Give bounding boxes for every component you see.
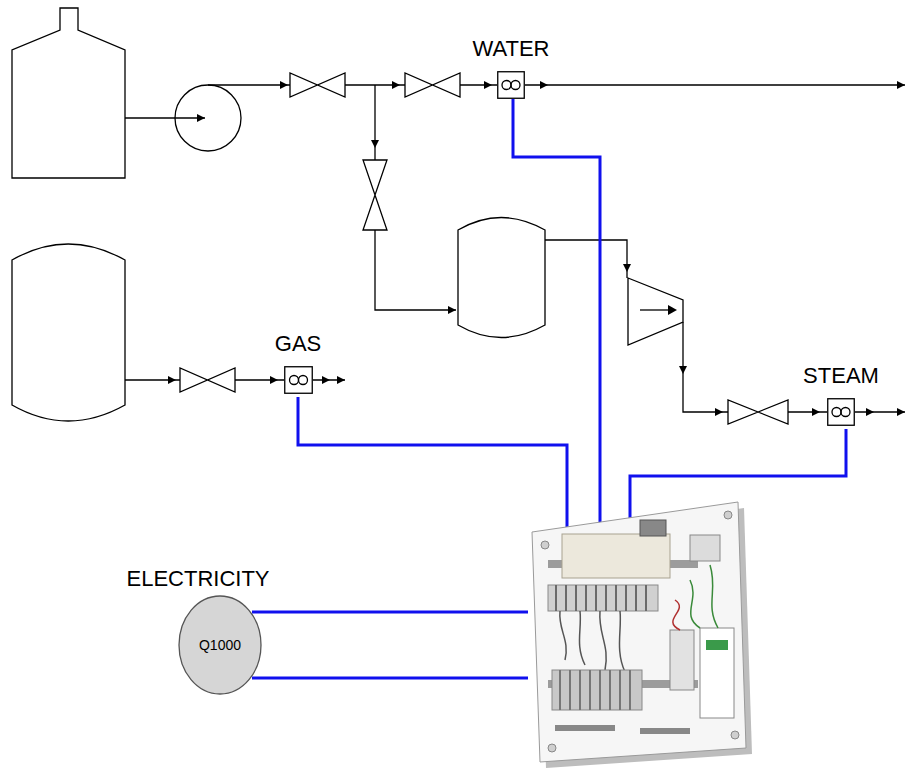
meter-box xyxy=(498,72,525,99)
process-pipework xyxy=(458,218,545,338)
flow-arrowhead xyxy=(337,376,345,384)
flow-arrowhead xyxy=(168,376,176,384)
process-pipework xyxy=(545,240,627,278)
control-panel xyxy=(532,502,752,768)
flow-meter: WATER xyxy=(497,71,525,99)
meter-rotor xyxy=(832,408,841,417)
flow-arrowhead xyxy=(623,264,631,272)
control-panel xyxy=(690,565,718,628)
flow-arrowhead xyxy=(392,81,400,89)
flow-meter: GAS xyxy=(284,366,313,394)
meter-rotor xyxy=(290,376,299,385)
control-panel xyxy=(724,511,732,519)
flow-arrowhead xyxy=(897,81,905,89)
control-panel xyxy=(560,670,630,710)
process-pipework xyxy=(375,85,456,310)
control-panel xyxy=(548,744,556,752)
valve-symbol xyxy=(728,400,788,424)
meter-label: GAS xyxy=(275,332,321,356)
meter-rotor xyxy=(502,81,511,90)
meter-rotor xyxy=(841,408,850,417)
process-pipework xyxy=(628,278,683,345)
control-panel xyxy=(690,535,720,561)
control-panel xyxy=(706,640,728,650)
meter-box xyxy=(828,399,855,426)
flow-arrowhead xyxy=(679,366,687,374)
signal-wire xyxy=(252,611,528,614)
flow-arrowhead xyxy=(812,408,820,416)
signal-wire xyxy=(252,99,846,678)
control-panel xyxy=(673,600,680,630)
control-panel xyxy=(700,628,734,718)
meter-symbol xyxy=(827,398,855,426)
process-pipework xyxy=(125,117,205,118)
flow-arrowhead xyxy=(668,305,677,315)
control-panel xyxy=(640,520,666,536)
flow-arrowhead xyxy=(270,376,278,384)
meter-label: WATER xyxy=(473,37,550,61)
signal-wire xyxy=(513,99,600,530)
control-panel xyxy=(552,670,642,710)
flow-arrowhead xyxy=(168,81,905,416)
signal-wire xyxy=(252,677,528,680)
control-panel xyxy=(640,728,690,734)
flow-arrowhead xyxy=(448,306,456,314)
meter-ellipse xyxy=(179,596,261,694)
valve-symbol xyxy=(290,73,345,97)
control-panel xyxy=(670,630,694,690)
meter-symbol xyxy=(497,71,525,99)
electricity-meter: ELECTRICITYQ1000 xyxy=(178,595,262,695)
control-panel xyxy=(560,611,625,672)
flow-arrowhead xyxy=(715,408,723,416)
process-pipework xyxy=(683,322,905,412)
process-pipework xyxy=(12,8,125,178)
control-panel xyxy=(555,725,615,731)
flow-arrowhead xyxy=(322,376,330,384)
control-panel xyxy=(548,585,658,611)
meter-rotor xyxy=(511,81,520,90)
flow-arrowhead xyxy=(540,81,548,89)
signal-wire xyxy=(298,397,567,535)
control-panel xyxy=(541,541,549,549)
flow-arrowhead xyxy=(866,408,874,416)
meter-face: Q1000 xyxy=(178,595,262,695)
flow-arrowhead xyxy=(897,408,905,416)
flow-arrowhead xyxy=(484,81,492,89)
process-pipework xyxy=(640,309,670,310)
process-pipework xyxy=(12,8,905,421)
control-panel xyxy=(562,534,670,578)
control-panel xyxy=(532,502,746,762)
meter-id: Q1000 xyxy=(199,637,241,653)
flow-arrowhead xyxy=(280,81,288,89)
meter-rotor xyxy=(299,376,308,385)
control-panel xyxy=(556,585,646,611)
valve-symbol xyxy=(363,160,387,230)
control-panel xyxy=(731,731,739,739)
valve-symbol xyxy=(180,73,788,424)
valve-symbol xyxy=(405,73,460,97)
flow-meter: STEAM xyxy=(827,398,855,426)
meter-label: ELECTRICITY xyxy=(126,567,269,591)
flow-arrowhead xyxy=(197,114,205,122)
meter-label: STEAM xyxy=(803,364,879,388)
meter-box xyxy=(285,367,313,394)
meter-symbol xyxy=(284,366,313,394)
process-pipework xyxy=(12,244,125,421)
valve-symbol xyxy=(180,368,235,392)
flow-arrowhead xyxy=(371,140,379,148)
